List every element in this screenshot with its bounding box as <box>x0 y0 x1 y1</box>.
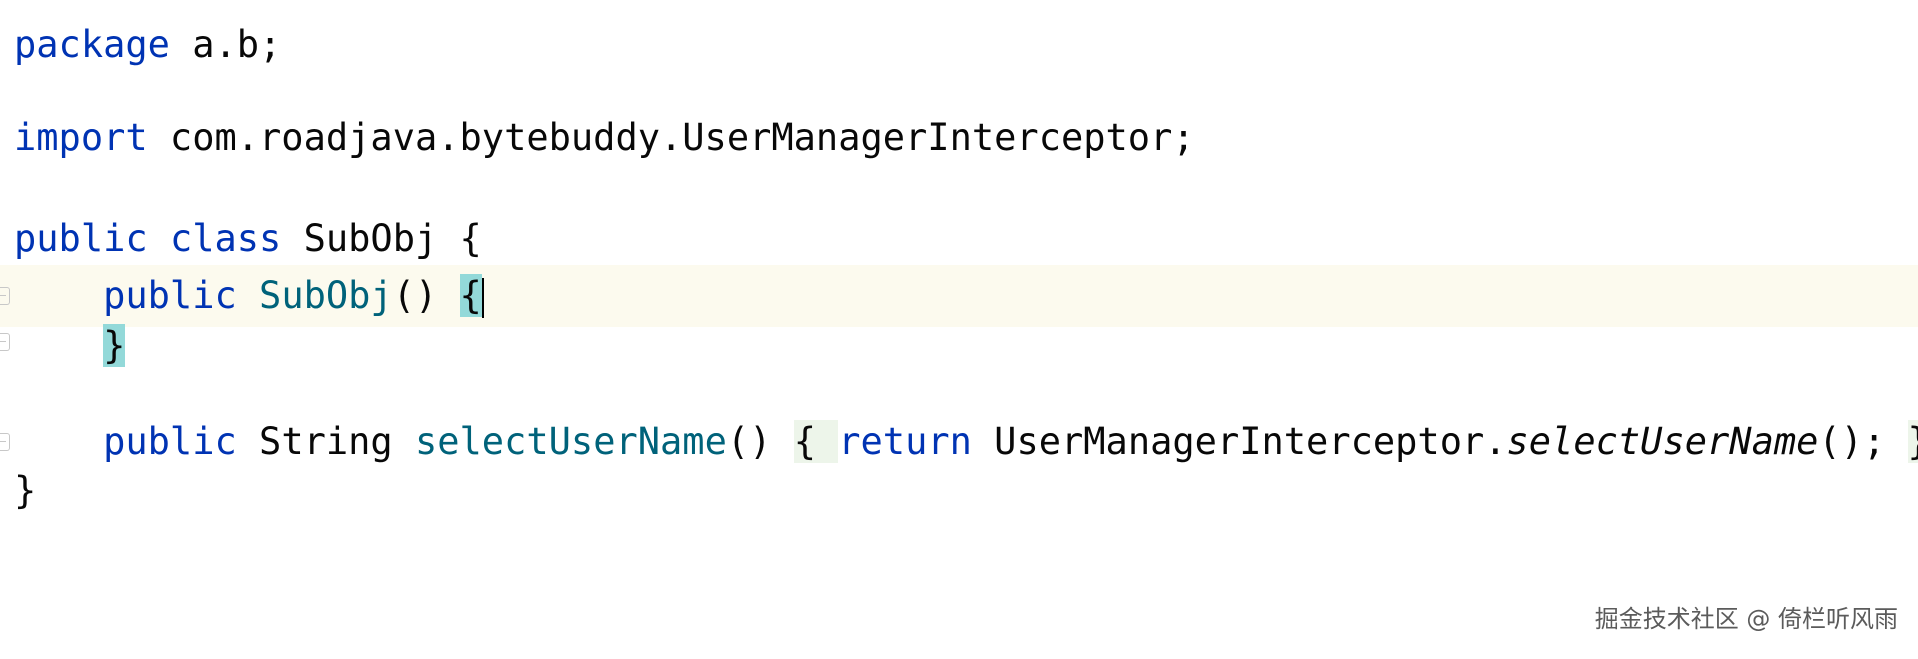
keyword-public: public <box>103 420 237 463</box>
code-line-constructor-close[interactable]: } <box>0 315 126 377</box>
import-path: com.roadjava.bytebuddy.UserManagerInterc… <box>147 116 1195 159</box>
keyword-return: return <box>838 420 972 463</box>
indent <box>14 324 103 367</box>
keyword-public: public <box>103 274 237 317</box>
space <box>148 217 170 260</box>
code-line-method[interactable]: public String selectUserName() { return … <box>0 411 1918 473</box>
space <box>437 274 459 317</box>
call-tail: (); <box>1818 420 1908 463</box>
method-name: selectUserName <box>414 420 727 463</box>
matched-close-brace: } <box>103 324 126 367</box>
static-method-call: selectUserName <box>1506 420 1819 463</box>
matched-open-brace: { <box>459 274 482 317</box>
folded-close-brace[interactable]: } <box>1907 420 1918 463</box>
keyword-class: class <box>169 217 282 260</box>
constructor-parens: () <box>392 274 438 317</box>
method-parens: () <box>726 420 794 463</box>
constructor-name: SubObj <box>259 274 393 317</box>
class-name: SubObj { <box>281 217 482 260</box>
keyword-package: package <box>14 23 170 66</box>
code-line-class-close[interactable]: } <box>0 460 89 522</box>
indent <box>14 420 103 463</box>
indent <box>14 274 103 317</box>
keyword-import: import <box>14 116 148 159</box>
return-type: String <box>236 420 415 463</box>
interceptor-class: UserManagerInterceptor. <box>971 420 1507 463</box>
keyword-public: public <box>14 217 148 260</box>
folded-open-brace[interactable]: { <box>793 420 839 463</box>
fold-end-icon[interactable] <box>0 333 10 351</box>
watermark: 掘金技术社区 @ 倚栏听风雨 <box>1594 605 1898 633</box>
text-caret <box>481 277 484 318</box>
folded-method-icon[interactable] <box>0 433 10 451</box>
code-line-package[interactable]: package a.b; <box>0 14 281 76</box>
code-line-class-declaration[interactable]: public class SubObj { <box>0 208 482 270</box>
class-close-brace: } <box>14 469 37 512</box>
code-line-constructor[interactable]: public SubObj() { <box>0 265 1918 327</box>
fold-start-icon[interactable] <box>0 287 10 305</box>
code-line-import[interactable]: import com.roadjava.bytebuddy.UserManage… <box>0 107 1195 169</box>
space <box>237 274 259 317</box>
package-name: a.b; <box>169 23 282 66</box>
